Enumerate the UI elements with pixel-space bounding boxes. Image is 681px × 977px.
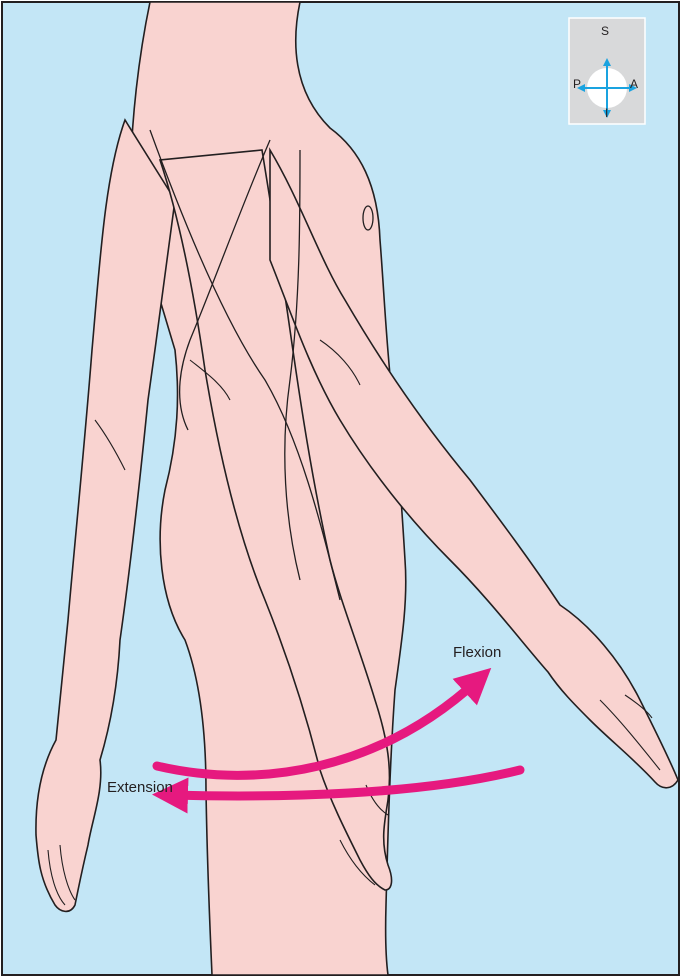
compass-superior-label: S	[601, 25, 609, 37]
flexion-label: Flexion	[453, 644, 501, 661]
compass-posterior-label: P	[573, 78, 581, 90]
extension-label: Extension	[107, 779, 173, 796]
compass-anterior-label: A	[630, 78, 638, 90]
compass-inferior-label: I	[605, 107, 608, 119]
